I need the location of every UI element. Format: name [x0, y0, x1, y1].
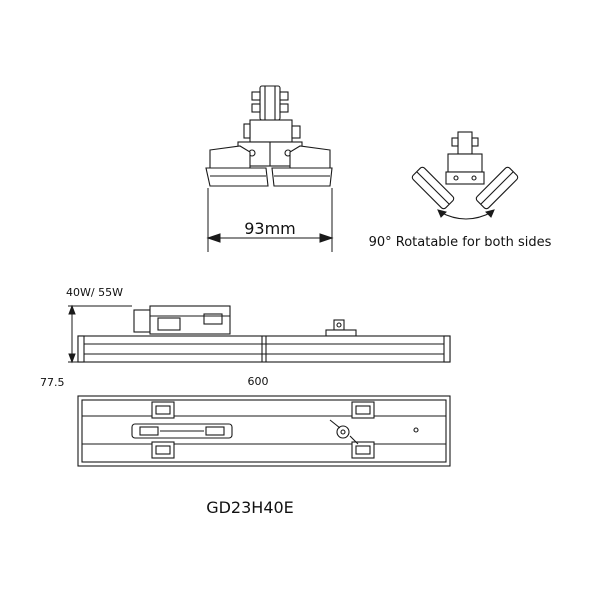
end-view-drawing — [205, 85, 333, 187]
rotation-arrow — [437, 209, 495, 220]
height-dimension-label: 77.5 — [40, 376, 65, 389]
width-dimension — [206, 188, 334, 252]
side-view-drawing — [77, 305, 451, 363]
bottom-view-drawing — [77, 395, 451, 467]
rotation-detail-drawing — [411, 131, 519, 210]
height-dimension — [68, 304, 132, 364]
model-label: GD23H40E — [206, 498, 294, 517]
rotation-note: 90° Rotatable for both sides — [369, 235, 552, 250]
wattage-label: 40W/ 55W — [66, 286, 123, 299]
width-dimension-label: 93mm — [244, 219, 296, 238]
length-dimension-label: 600 — [248, 375, 269, 388]
